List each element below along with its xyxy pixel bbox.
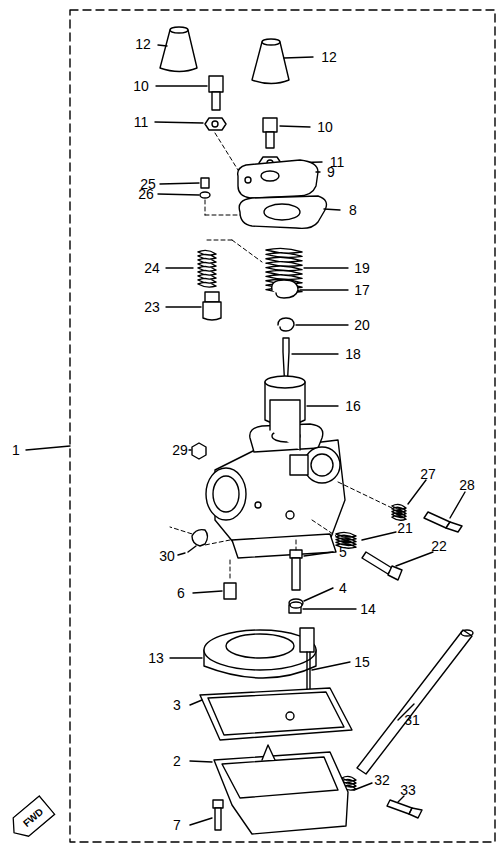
callout-number: 24 (144, 261, 160, 275)
callout-number: 22 (431, 539, 447, 553)
callout-number: 10 (317, 120, 333, 134)
callout-number: 9 (327, 165, 335, 179)
callout-number: 11 (134, 115, 149, 129)
callout-number: 6 (177, 586, 185, 600)
callout-number: 12 (135, 37, 151, 51)
spring (392, 504, 406, 520)
callout-number: 23 (144, 300, 160, 314)
callout-number: 28 (459, 478, 475, 492)
callout-number: 21 (397, 521, 413, 535)
callout-number: 12 (321, 50, 337, 64)
top-cap (238, 160, 318, 198)
callout-number: 7 (173, 818, 181, 832)
callout-number: 32 (374, 773, 390, 787)
callout-number: 4 (339, 581, 347, 595)
float-bowl (214, 745, 348, 834)
carburetor-body (206, 400, 345, 558)
callout-number: 29 (172, 443, 188, 457)
callout-number: 20 (354, 318, 370, 332)
callout-number: 1 (12, 443, 20, 457)
callout-number: 5 (339, 545, 347, 559)
assembly-frame (70, 10, 495, 842)
callout-number: 33 (400, 783, 416, 797)
callout-number: 19 (354, 261, 370, 275)
callout-number: 31 (404, 713, 420, 727)
callout-number: 8 (349, 203, 357, 217)
spring (198, 250, 216, 287)
callout-number: 10 (133, 79, 149, 93)
direction-arrow: FWD (5, 795, 56, 844)
callout-number: 18 (345, 347, 361, 361)
callout-number: 26 (138, 187, 154, 201)
callout-number: 2 (173, 754, 181, 768)
rubber-cap (160, 27, 289, 84)
callout-number: 3 (173, 698, 181, 712)
callout-number: 30 (159, 549, 175, 563)
callout-number: 15 (354, 655, 370, 669)
callout-number: 13 (148, 651, 164, 665)
float (204, 628, 316, 678)
callout-number: 17 (354, 283, 370, 297)
callout-number: 14 (360, 602, 376, 616)
callout-number: 16 (345, 399, 361, 413)
callout-number: 27 (420, 467, 436, 481)
leader-line (26, 446, 70, 450)
